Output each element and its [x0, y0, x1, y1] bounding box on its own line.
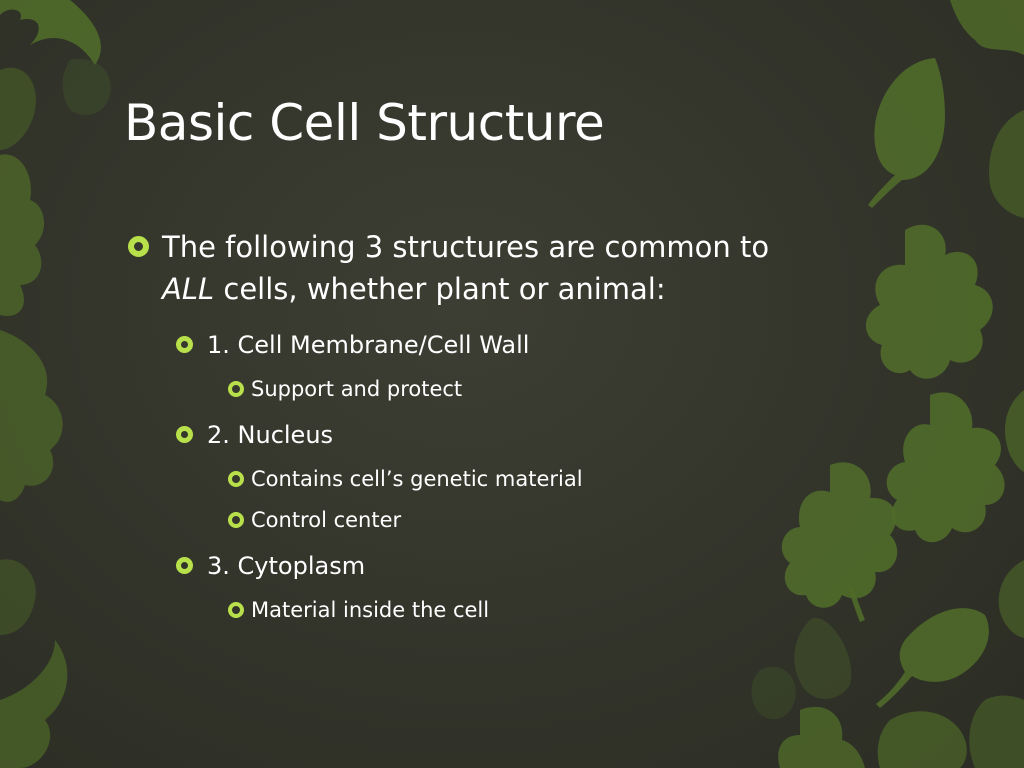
leaf-icon [1004, 390, 1024, 472]
intro-emphasis: ALL [162, 272, 215, 306]
leaf-icon [989, 110, 1024, 218]
leaf-icon [0, 640, 68, 768]
bullet-intro: The following 3 structures are common to… [128, 226, 908, 310]
sub-bullet-label: Control center [251, 508, 402, 532]
leaf-icon [848, 586, 865, 622]
sub-bullet-control-center: Control center [228, 506, 908, 534]
leaf-icon [0, 154, 45, 316]
bullet-item-cell-membrane: 1. Cell Membrane/Cell Wall [176, 329, 908, 361]
leaf-icon [778, 706, 865, 768]
sub-bullet-material-inside: Material inside the cell [228, 596, 908, 624]
ring-bullet-icon [228, 512, 244, 528]
sub-bullet-genetic-material: Contains cell’s genetic material [228, 465, 908, 493]
leaf-icon [0, 0, 101, 65]
leaf-icon [886, 392, 1005, 543]
ring-bullet-icon [128, 236, 149, 257]
bullet-item-label: 1. Cell Membrane/Cell Wall [207, 331, 530, 359]
leaf-icon [969, 695, 1024, 768]
leaf-icon [62, 59, 111, 115]
sub-bullet-label: Material inside the cell [251, 598, 490, 622]
leaf-icon [0, 559, 36, 635]
leaf-icon [0, 67, 36, 150]
ring-bullet-icon [176, 426, 193, 443]
ring-bullet-icon [176, 336, 193, 353]
leaf-icon [865, 224, 993, 379]
bullet-item-label: 2. Nucleus [207, 421, 334, 449]
leaf-icon [877, 711, 967, 768]
leaf-icon [950, 0, 1024, 55]
bullet-item-nucleus: 2. Nucleus [176, 419, 908, 451]
sub-bullet-label: Contains cell’s genetic material [251, 467, 583, 491]
leaf-icon [781, 462, 898, 608]
leaf-icon [876, 608, 989, 708]
ring-bullet-icon [228, 381, 244, 397]
leaf-icon [868, 58, 945, 208]
bullet-intro-text: The following 3 structures are common to… [162, 226, 769, 310]
leaf-icon [751, 666, 796, 720]
bullet-item-label: 3. Cytoplasm [207, 552, 366, 580]
leaf-icon [794, 617, 852, 700]
ring-bullet-icon [228, 602, 244, 618]
intro-line1: The following 3 structures are common to [162, 230, 770, 264]
sub-bullet-label: Support and protect [251, 377, 463, 401]
leaf-icon [0, 330, 63, 502]
leaf-icon [998, 560, 1024, 638]
ring-bullet-icon [228, 471, 244, 487]
sub-bullet-support: Support and protect [228, 375, 908, 403]
slide-title: Basic Cell Structure [124, 94, 605, 152]
bullet-list: The following 3 structures are common to… [128, 226, 908, 624]
intro-line2: cells, whether plant or animal: [214, 272, 666, 306]
ring-bullet-icon [176, 557, 193, 574]
bullet-item-cytoplasm: 3. Cytoplasm [176, 550, 908, 582]
